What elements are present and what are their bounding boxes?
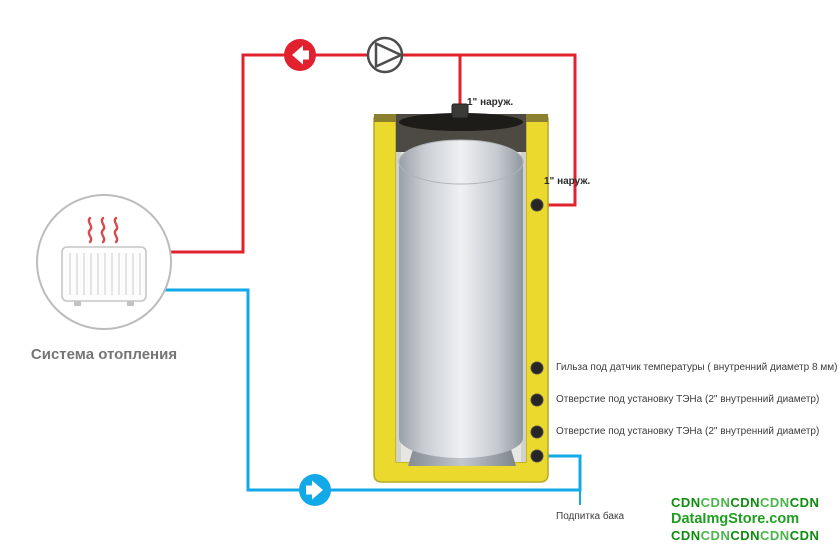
heater-hole-2-label: Отверстие под установку ТЭНа (2" внутрен…	[556, 426, 820, 437]
port-sleeve	[530, 361, 544, 375]
side-connection-label: 1" наруж.	[544, 176, 591, 187]
sensor-sleeve-label: Гильза под датчик температуры ( внутренн…	[556, 362, 838, 373]
watermark-segment: CDN	[671, 527, 701, 543]
top-connection-label: 1" наруж.	[467, 97, 514, 108]
watermark-brand: DataImgStore.com	[671, 510, 800, 527]
port-heater-2	[530, 425, 544, 439]
watermark-row-top: CDNCDNCDNCDNCDN	[671, 495, 819, 511]
port-top	[451, 103, 469, 119]
flow-direction-left-icon	[284, 39, 316, 71]
radiator-icon	[61, 246, 147, 306]
watermark-row-bottom: CDNCDNCDNCDNCDN	[671, 528, 819, 544]
watermark: CDNCDNCDNCDNCDN DataImgStore.com CDNCDNC…	[671, 495, 819, 544]
watermark-segment: CDN	[700, 495, 731, 510]
watermark-segment: CDN	[671, 495, 701, 510]
port-feed	[530, 449, 544, 463]
watermark-segment: CDN	[730, 527, 761, 543]
watermark-segment: CDN	[760, 495, 790, 510]
watermark-segment: CDN	[760, 527, 790, 543]
tank-feed-label: Подпитка бака	[556, 511, 625, 522]
heating-system-label: Система отопления	[30, 346, 178, 363]
flow-direction-right-icon	[299, 474, 331, 506]
watermark-segment: CDN	[789, 527, 820, 543]
pump-icon	[366, 36, 404, 74]
heating-system-circle	[36, 194, 172, 330]
inner-vessel	[398, 139, 524, 466]
watermark-segment: CDN	[789, 495, 820, 510]
heater-hole-1-label: Отверстие под установку ТЭНа (2" внутрен…	[556, 394, 820, 405]
heat-waves-icon	[87, 216, 119, 244]
watermark-segment: CDN	[700, 527, 731, 543]
watermark-segment: CDN	[730, 495, 761, 510]
return-pipe	[163, 288, 582, 505]
port-side	[530, 198, 544, 212]
port-heater-1	[530, 393, 544, 407]
buffer-tank	[373, 103, 549, 483]
